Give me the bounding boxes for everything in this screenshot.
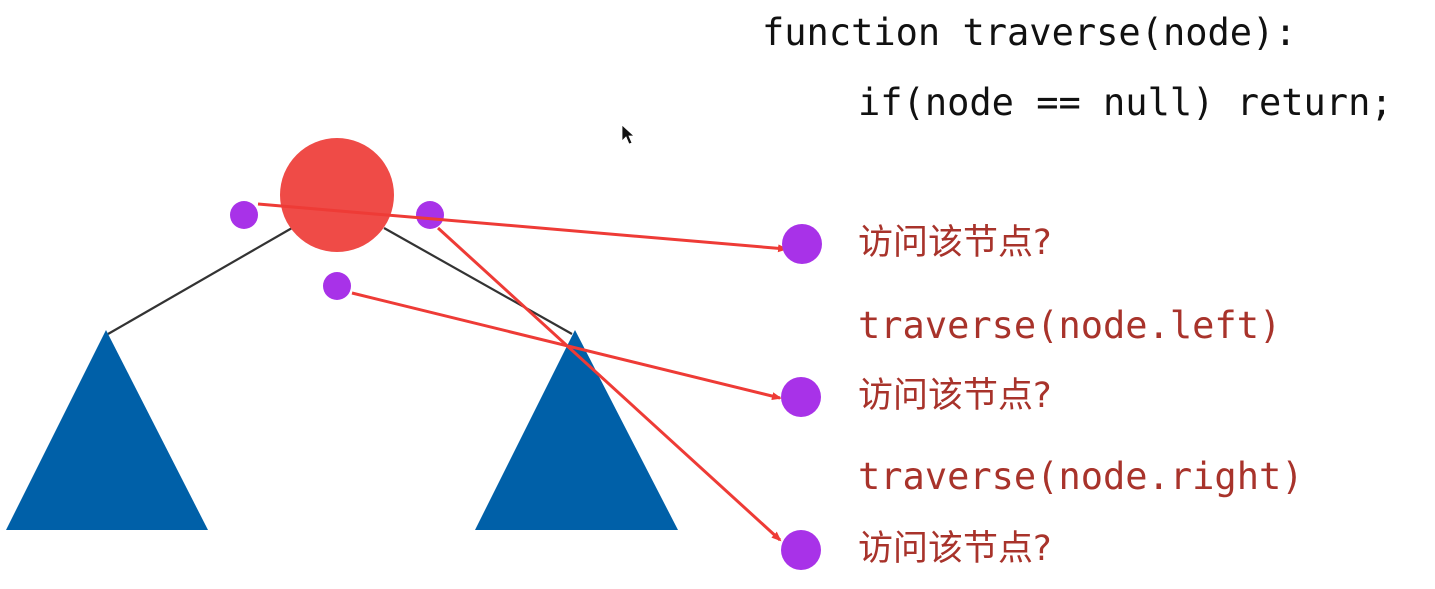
code-traverse-left: traverse(node.left) (858, 304, 1282, 347)
left-subtree (6, 330, 208, 530)
preorder-arrow (257, 202, 788, 253)
preorder-marker (230, 201, 258, 229)
edge-left (107, 227, 293, 335)
visit-pre-marker (782, 224, 822, 264)
postorder-marker (416, 201, 444, 229)
code-visit-inorder: 访问该节点? (858, 376, 1052, 416)
root-node (280, 138, 394, 252)
code-null-check: if(node == null) return; (858, 81, 1393, 124)
inorder-marker (323, 272, 351, 300)
code-visit-postorder: 访问该节点? (858, 529, 1052, 569)
code-visit-preorder: 访问该节点? (858, 223, 1052, 263)
code-function-signature: function traverse(node): (762, 11, 1297, 54)
postorder-arrow (436, 226, 782, 542)
visit-in-marker (781, 377, 821, 417)
visit-post-marker (781, 530, 821, 570)
right-subtree (475, 330, 678, 530)
code-traverse-right: traverse(node.right) (858, 455, 1304, 498)
mouse-cursor-icon (621, 124, 636, 145)
edge-right (383, 227, 573, 335)
